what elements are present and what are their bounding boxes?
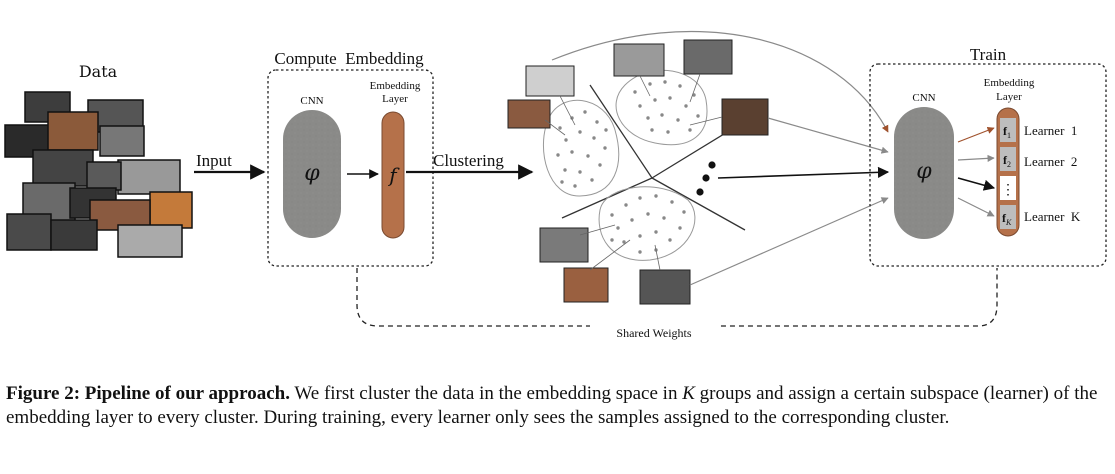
train-box [869, 63, 1107, 267]
phi-symbol-left: φ [304, 161, 320, 186]
caption-k: K [682, 383, 695, 404]
car-photo [32, 149, 94, 187]
learner-slot-3 [1000, 176, 1016, 200]
cluster-3 [598, 186, 696, 261]
car-photo [117, 224, 183, 258]
partition-line [589, 84, 653, 179]
learner-label-k: Learner K [1024, 209, 1081, 224]
learner-label-2: Learner 2 [1024, 154, 1077, 169]
car-photo [50, 219, 98, 251]
caption-title: Figure 2: Pipeline of our approach. [6, 383, 290, 404]
clustering-label: Clustering [433, 151, 504, 170]
embedding-layer-label-left-1: Embedding [370, 80, 421, 92]
car-thumbnail [721, 98, 769, 136]
cnn-label-left: CNN [300, 95, 323, 107]
car-image-collage [4, 91, 193, 258]
car-thumbnail [613, 43, 665, 77]
car-thumbnail [525, 65, 575, 97]
embedding-layer-label-left-2: Layer [382, 93, 408, 105]
car-photo [149, 191, 193, 229]
car-thumbnail [507, 99, 551, 129]
learner-symbol-k: fK [1002, 211, 1012, 227]
partition-line [651, 177, 746, 231]
shared-weights-label: Shared Weights [616, 326, 691, 340]
learner-symbol-1: f1 [1003, 124, 1011, 140]
learner-label-1: Learner 1 [1024, 123, 1077, 138]
car-photo [117, 159, 181, 195]
car-photo [6, 213, 52, 251]
learner-slot-2 [1000, 147, 1016, 171]
cluster-to-train-arrows [551, 30, 890, 286]
pipeline-diagram: Data Input Compute Embedding CNN Embeddi… [4, 30, 1107, 340]
caption-text-2: groups and assign a certain subspace (le… [6, 383, 1098, 428]
compute-embedding-title: Compute Embedding [274, 49, 424, 68]
cluster-points [556, 80, 700, 254]
caption-text-1: We first cluster the data in the embeddi… [289, 383, 683, 404]
embedding-layer-label-right-2: Layer [996, 91, 1022, 103]
car-photo [99, 125, 145, 157]
learner-symbol-2: f2 [1003, 153, 1011, 169]
figure-caption: Figure 2: Pipeline of our approach. We f… [6, 382, 1108, 429]
embedding-space [507, 39, 769, 305]
cnn-label-right: CNN [912, 92, 935, 104]
cluster-1 [542, 99, 620, 197]
compute-embedding-box [267, 69, 434, 267]
thumbnail-leaders [544, 73, 723, 271]
car-thumbnail [639, 269, 691, 305]
data-label: Data [79, 62, 118, 81]
car-photo [86, 161, 122, 191]
embedding-layer-left [381, 111, 405, 239]
learner-slot-k [1000, 205, 1016, 229]
car-thumbnail [683, 39, 733, 75]
phi-symbol-right: φ [916, 159, 932, 184]
learner-slot-1 [1000, 118, 1016, 142]
car-thumbnail [563, 267, 609, 303]
train-title: Train [970, 45, 1007, 64]
vertical-ellipsis-dots [696, 161, 716, 196]
car-photo [47, 111, 99, 151]
learner-symbol-3: ⋮ [1001, 182, 1015, 198]
cnn-to-learner-arrows [957, 126, 996, 217]
input-label: Input [196, 151, 232, 170]
cluster-2 [615, 69, 708, 146]
car-thumbnail [539, 227, 589, 263]
embedding-layer-label-right-1: Embedding [984, 77, 1035, 89]
